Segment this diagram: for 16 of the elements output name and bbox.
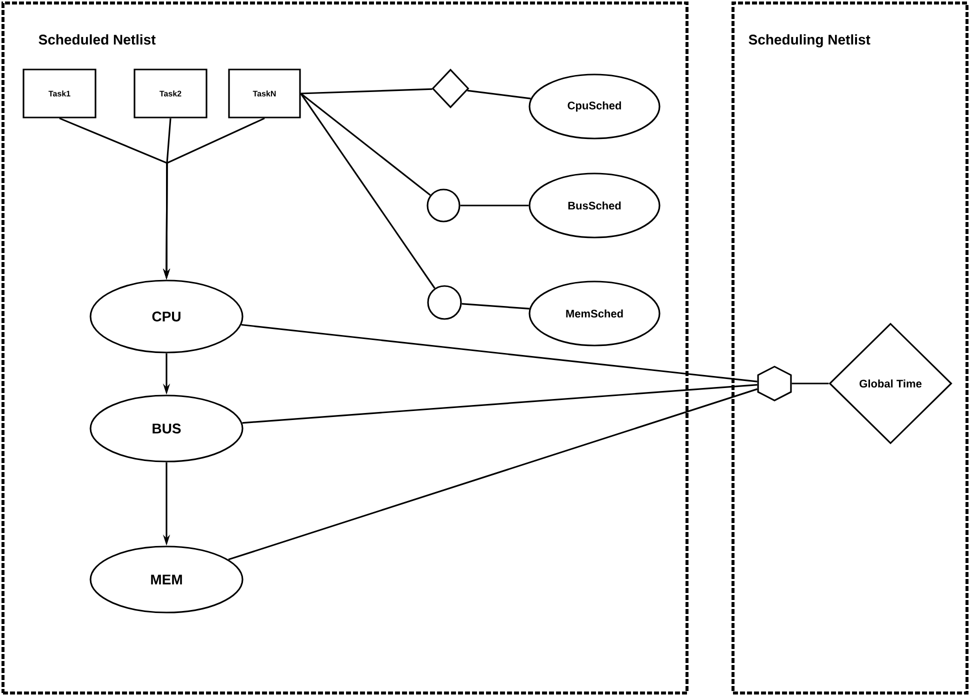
connector-line (467, 90, 531, 100)
connector-line (300, 93, 436, 289)
connector-line (242, 384, 758, 424)
connector-line (300, 88, 432, 94)
task-box: Task2 (134, 68, 208, 118)
connector-line (241, 324, 758, 382)
connector-circle (427, 285, 462, 320)
connector-line (792, 382, 829, 384)
connector-line (300, 92, 431, 196)
connector-line (460, 204, 529, 206)
connector-line (462, 302, 530, 310)
task-box: Task1 (22, 68, 96, 118)
connector-circle (426, 188, 460, 222)
connector-line (228, 388, 758, 560)
task-box: TaskN (228, 68, 301, 118)
connector-hexagon (757, 366, 792, 402)
